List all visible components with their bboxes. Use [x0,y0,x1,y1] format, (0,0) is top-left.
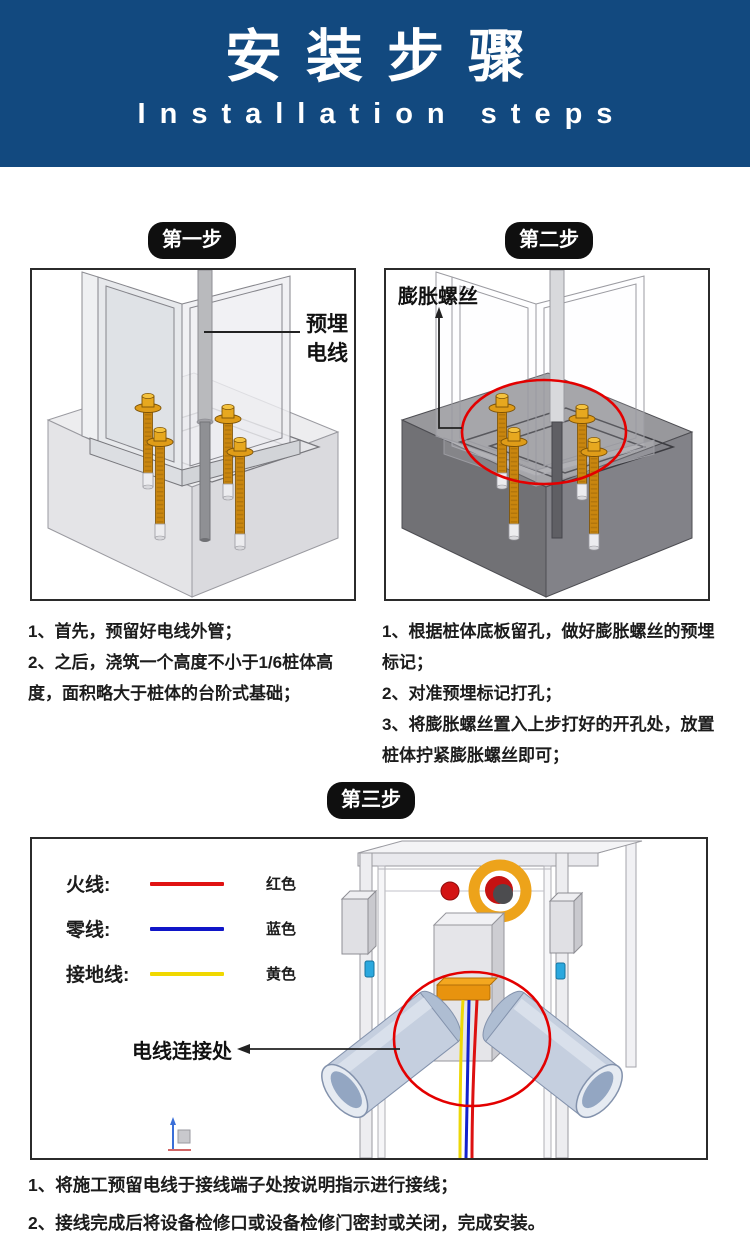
embedded-wire-label: 预埋电线 [306,313,348,365]
page-title: 安装步骤 [225,25,549,89]
red-indicator-dot [440,881,460,901]
step1-badge: 第一步 [148,222,236,259]
instruction-line: 1、根据桩体底板留孔，做好膨胀螺丝的预埋标记； [382,622,715,672]
left-pipe [321,990,462,1119]
legend-color-name: 黄色 [266,966,297,983]
instruction-line: 1、将施工预留电线于接线端子处按说明指示进行接线； [28,1175,458,1195]
right-junction-box [548,891,584,955]
step2-illustration [400,270,694,598]
step1-instructions: 1、首先，预留好电线外管； 2、之后，浇筑一个高度不小于1/6桩体高度，面积略大… [28,616,364,709]
step3-diagram: 火线: 红色 零线: 蓝色 接地线: 黄色 电线连接处 [30,837,708,1160]
left-junction-box [340,889,378,956]
legend-label: 接地线: [66,965,130,986]
step3-illustration [168,840,643,1158]
instruction-line: 2、对准预埋标记打孔； [382,684,562,703]
legend-line-yellow [150,971,224,976]
cad-axis-icon [168,1117,191,1151]
legend-color-name: 红色 [266,876,297,893]
terminal-block [435,977,499,1001]
step3-instructions: 1、将施工预留电线于接线端子处按说明指示进行接线； 2、接线完成后将设备检修口或… [28,1166,734,1242]
pointer-arrow [237,1044,400,1054]
step3-badge: 第三步 [327,782,415,819]
step1-illustration [46,270,340,598]
step2-instructions: 1、根据桩体底板留孔，做好膨胀螺丝的预埋标记； 2、对准预埋标记打孔； 3、将膨… [382,616,728,771]
step1-diagram: 预埋电线 [30,268,356,601]
header-banner: 安装步骤 Installation steps [0,0,750,167]
legend-row-neutral: 零线: 蓝色 [66,906,296,951]
instruction-line: 3、将膨胀螺丝置入上步打好的开孔处，放置桩体拧紧膨胀螺丝即可； [382,715,715,765]
expansion-screw-label: 膨胀螺丝 [398,286,478,308]
step2-diagram: 膨胀螺丝 [384,268,710,601]
wire-connection-label: 电线连接处 [132,1041,232,1063]
instruction-line: 1、首先，预留好电线外管； [28,622,242,641]
legend-line-red [150,881,224,886]
pointer-arrow [435,307,462,429]
page-subtitle: Installation steps [137,98,627,130]
instruction-line: 2、之后，浇筑一个高度不小于1/6桩体高度，面积略大于桩体的台阶式基础； [28,653,334,703]
wire-legend: 火线: 红色 零线: 蓝色 接地线: 黄色 [66,861,296,996]
instruction-line: 2、接线完成后将设备检修口或设备检修门密封或关闭，完成安装。 [28,1213,546,1233]
connection-wires [458,999,479,1158]
right-pipe [482,990,623,1119]
highlight-ellipse [392,970,552,1108]
legend-label: 零线: [66,920,111,941]
legend-row-ground: 接地线: 黄色 [66,951,296,996]
legend-color-name: 蓝色 [266,921,297,938]
highlight-ellipse [460,378,628,486]
step2-badge: 第二步 [505,222,593,259]
legend-line-blue [150,926,224,931]
legend-row-live: 火线: 红色 [66,861,296,906]
legend-label: 火线: [66,875,111,896]
